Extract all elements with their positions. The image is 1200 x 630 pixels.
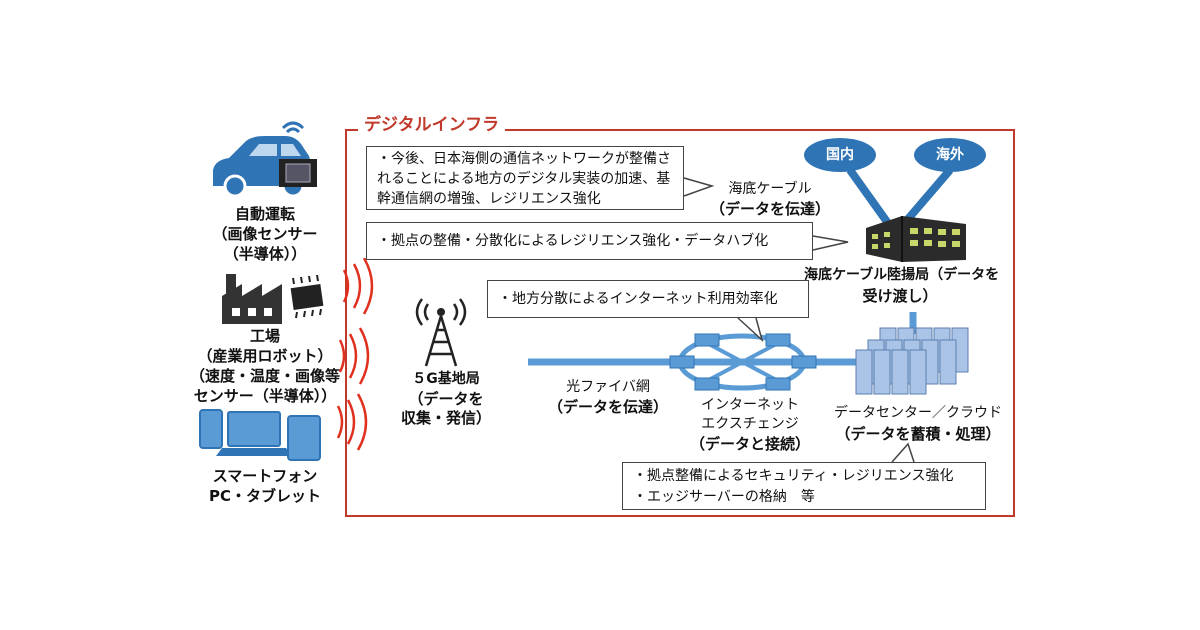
callout-security-line2: ・エッジサーバーの格納 等 [633, 489, 815, 505]
mobile-devices-icon [199, 409, 321, 461]
datacenter-line2: （データを蓄積・処理） [835, 425, 1001, 443]
overseas-bubble: 海外 [914, 138, 986, 172]
factory-sub3: センサー（半導体）） [193, 387, 337, 405]
base-station-line1: ５G基地局 [412, 371, 480, 387]
callout-hub: ・拠点の整備・分散化によるレジリエンス強化・データハブ化 [366, 222, 813, 260]
signal-waves-icon [336, 258, 374, 451]
digital-infra-frame [345, 129, 1015, 517]
base-station-line2: （データを [408, 390, 484, 408]
callout-security-line1: ・拠点整備によるセキュリティ・レジリエンス強化 [633, 468, 954, 484]
fiber-network-diagram [528, 312, 917, 391]
mobile-title1: スマートフォン [212, 467, 318, 485]
antenna-tower-icon [415, 298, 467, 367]
ix-line3: （データと接続） [689, 435, 810, 453]
datacenter-servers-icon [855, 327, 969, 395]
domestic-bubble: 国内 [804, 138, 876, 172]
fiber-line2: （データを伝達） [547, 398, 668, 416]
callout-sea-network-line1: ・今後、日本海側の通信ネットワークが整備さ [377, 151, 671, 167]
mobile-title2: PC・タブレット [208, 487, 321, 505]
landing-station-line2: 受け渡し） [862, 287, 938, 305]
ix-line1: インターネット [701, 397, 799, 413]
landing-station-building-icon [866, 216, 966, 262]
callout-sea-network-line3: 幹通信網の増強、レジリエンス強化 [377, 191, 601, 207]
factory-sub2: （速度・温度・画像等 [189, 367, 340, 385]
callout-internet-efficiency: ・地方分散によるインターネット利用効率化 [487, 280, 809, 318]
factory-icon [222, 274, 324, 324]
image-sensor-icon [279, 159, 317, 187]
submarine-label1: 海底ケーブル [728, 181, 812, 197]
landing-station-line1: 海底ケーブル陸揚局（データを [804, 267, 1000, 283]
callout-sea-network: ・今後、日本海側の通信ネットワークが整備さ れることによる地方のデジタル実装の加… [366, 146, 684, 210]
car-title: 自動運転 [234, 205, 295, 223]
car-sub2: （半導体）） [223, 245, 307, 263]
datacenter-line1: データセンター／クラウド [834, 405, 1002, 421]
base-station-line3: 収集・発信） [400, 409, 491, 427]
callout-security: ・拠点整備によるセキュリティ・レジリエンス強化 ・エッジサーバーの格納 等 [622, 462, 986, 510]
factory-title: 工場 [249, 327, 280, 345]
fiber-line1: 光ファイバ網 [566, 379, 650, 395]
callout-internet-efficiency-line1: ・地方分散によるインターネット利用効率化 [498, 291, 778, 307]
car-sub1: （画像センサー [212, 225, 318, 243]
factory-sub1: （産業用ロボット） [197, 347, 333, 365]
ix-line2: エクスチェンジ [701, 416, 799, 432]
callout-hub-line1: ・拠点の整備・分散化によるレジリエンス強化・データハブ化 [377, 233, 769, 249]
submarine-cable-lines [846, 167, 954, 229]
submarine-label2: （データを伝達） [709, 200, 830, 218]
frame-title: デジタルインフラ [358, 114, 506, 136]
callout-sea-network-line2: れることによる地方のデジタル実装の加速、基 [377, 171, 671, 187]
